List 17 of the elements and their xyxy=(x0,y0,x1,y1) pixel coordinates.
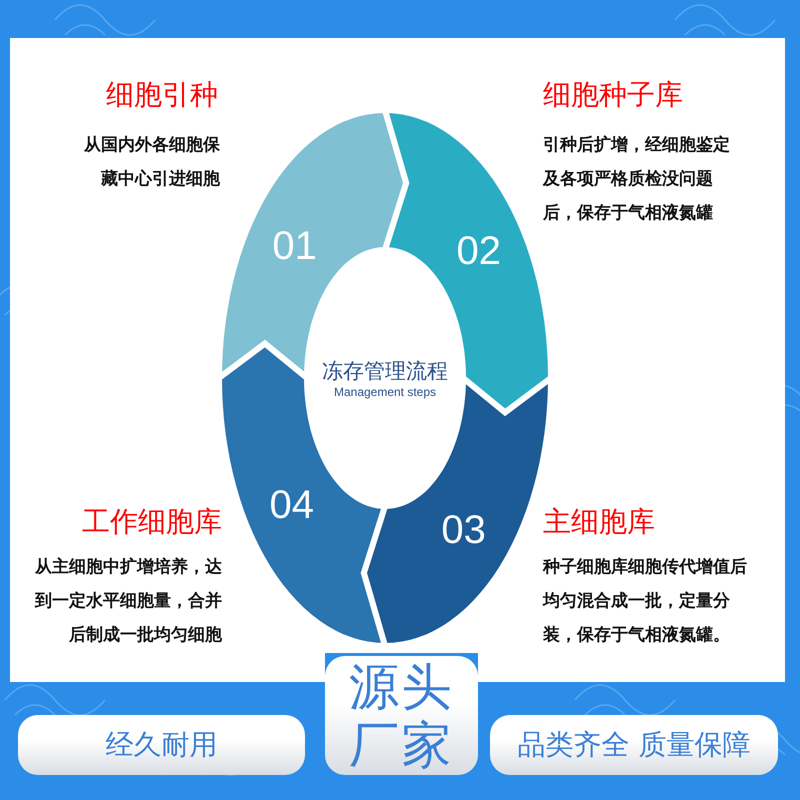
step-heading: 细胞引种 xyxy=(106,78,218,112)
step-description: 从国内外各细胞保藏中心引进细胞 xyxy=(82,134,220,191)
step-heading: 细胞种子库 xyxy=(543,78,683,112)
step-heading: 工作细胞库 xyxy=(82,505,222,539)
step-description: 从主细胞中扩增培养，达到一定水平细胞量，合并后制成一批均匀细胞 xyxy=(34,556,222,647)
center-subtitle: Management steps xyxy=(334,385,436,399)
step-number: 01 xyxy=(272,226,317,266)
step-number: 03 xyxy=(441,510,486,550)
step-description: 种子细胞库细胞传代增值后均匀混合成一批，定量分装，保存于气相液氮罐。 xyxy=(543,556,748,647)
step-number: 02 xyxy=(456,230,501,271)
highlight-badge: 源头厂家 xyxy=(325,656,478,775)
center-title: 冻存管理流程 xyxy=(322,358,448,385)
feature-pill: 经久耐用 xyxy=(18,715,305,775)
feature-pill: 品类齐全 质量保障 xyxy=(490,715,778,775)
step-description: 引种后扩增，经细胞鉴定及各项严格质检没问题后，保存于气相液氮罐 xyxy=(543,134,731,225)
step-heading: 主细胞库 xyxy=(543,505,655,539)
step-number: 04 xyxy=(270,485,314,526)
